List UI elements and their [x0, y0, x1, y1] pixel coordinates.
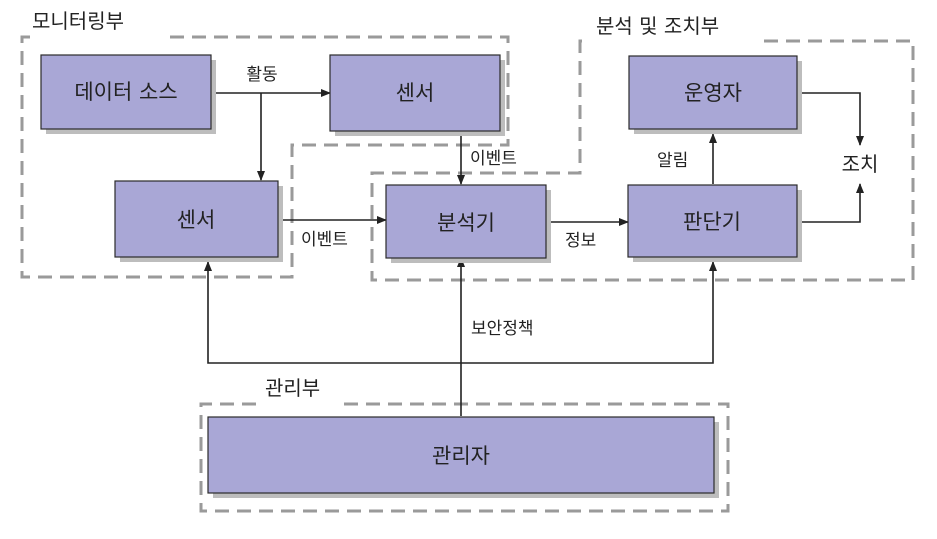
analyzer-box	[385, 184, 547, 259]
box-data-source: 데이터 소스	[40, 54, 216, 134]
monitoring-group: 모니터링부	[20, 9, 510, 279]
data-source-box	[40, 54, 212, 130]
edge-label-activity: 활동	[246, 65, 277, 85]
operator-box	[628, 55, 798, 130]
management-group-frame	[199, 402, 730, 513]
manager-box	[207, 416, 715, 494]
analysis-group-frame	[370, 39, 915, 282]
analyzer-label: 분석기	[437, 211, 495, 235]
box-decider: 판단기	[627, 184, 802, 262]
operator-label: 운영자	[684, 81, 742, 105]
sensor-top-box	[329, 54, 501, 132]
monitoring-group-frame	[20, 35, 510, 279]
connectors	[204, 89, 864, 416]
box-sensor-top: 센서	[329, 54, 505, 136]
management-group: 관리부	[199, 376, 730, 513]
edge-label-security-policy: 보안정책	[471, 319, 534, 339]
edge-label-event-left: 이벤트	[301, 230, 348, 250]
sensor-left-box	[114, 180, 279, 258]
analysis-group-label: 분석 및 조치부	[596, 14, 719, 38]
analysis-group: 분석 및 조치부	[370, 14, 915, 282]
monitoring-group-label: 모니터링부	[32, 9, 124, 33]
data-source-label: 데이터 소스	[74, 80, 177, 104]
manager-label: 관리자	[432, 444, 490, 468]
edge-label-info: 정보	[565, 231, 596, 251]
action-label: 조치	[842, 152, 879, 176]
arrow-policy-decider	[461, 261, 717, 364]
decider-box	[627, 184, 798, 258]
box-sensor-left: 센서	[114, 180, 283, 262]
arrow-policy-sensor	[204, 261, 461, 364]
decider-label: 판단기	[683, 210, 741, 234]
box-manager: 관리자	[207, 416, 719, 498]
arrow-decider-to-action	[797, 183, 864, 223]
edge-label-alarm: 알림	[657, 151, 688, 171]
sensor-left-label: 센서	[177, 208, 216, 232]
arrow-operator-to-action	[797, 92, 864, 146]
box-analyzer: 분석기	[385, 184, 551, 263]
sensor-top-label: 센서	[396, 81, 435, 105]
box-operator: 운영자	[628, 55, 802, 134]
edge-label-event-top: 이벤트	[470, 149, 517, 169]
management-group-label: 관리부	[265, 376, 320, 400]
